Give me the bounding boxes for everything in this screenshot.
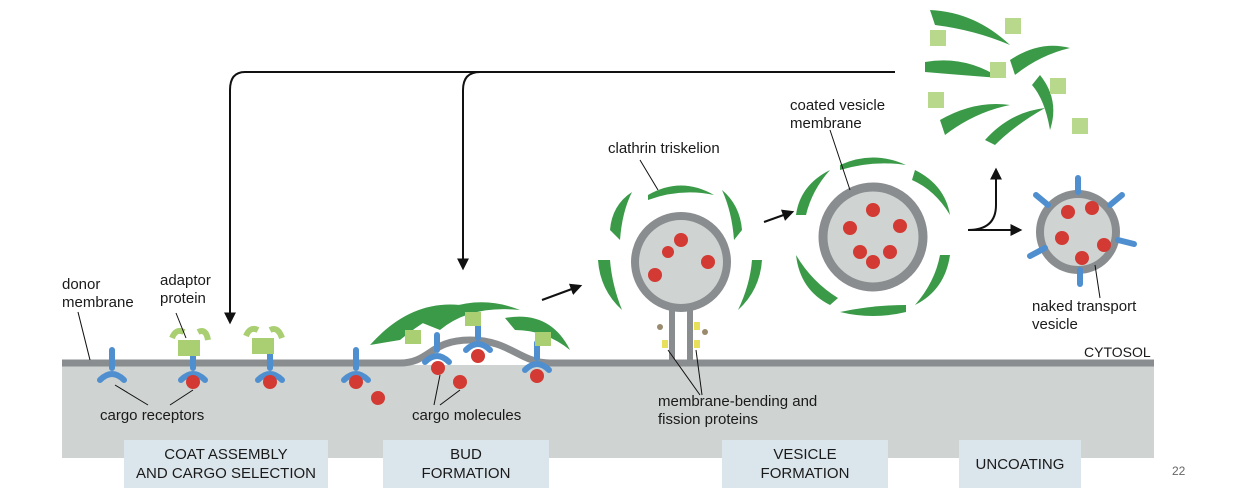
stage-label: COAT ASSEMBLY AND CARGO SELECTION [135, 446, 317, 482]
label-cargo-molecules: cargo molecules [412, 407, 522, 424]
bud-clathrin-coat [370, 302, 570, 350]
stage-label: VESICLE FORMATION [760, 446, 850, 482]
leader-donor-membrane [77, 311, 91, 361]
budding-vesicle-cargo [648, 233, 715, 282]
recycle-arrow-short [457, 71, 481, 271]
budding-vesicle-clathrin [598, 185, 762, 310]
released-adaptors [928, 18, 1088, 134]
stage-uncoating: UNCOATING [959, 440, 1081, 488]
leader-coated-membrane [829, 129, 851, 191]
leader-fission-a [667, 349, 701, 396]
naked-vesicle-cargo [1055, 201, 1111, 265]
label-coated-vesicle-membrane: coated vesicle membrane [790, 97, 886, 132]
stage-label: UNCOATING [975, 455, 1065, 473]
arrow-bud-to-vesicle [541, 283, 583, 301]
recycle-arrow-long [224, 71, 895, 325]
coated-vesicle-clathrin [796, 157, 950, 316]
stage-bud-formation: BUD FORMATION [383, 440, 549, 488]
label-cargo-receptors: cargo receptors [100, 407, 205, 424]
donor-membrane [62, 336, 1154, 367]
bud-adaptors [405, 312, 551, 346]
label-cytosol: CYTOSOL [1084, 344, 1151, 360]
cargo-3 [349, 375, 363, 389]
label-adaptor-protein: adaptor protein [160, 272, 211, 307]
adaptor-1 [169, 327, 211, 356]
arrow-coat-release [967, 167, 1002, 231]
cargo-1 [186, 375, 200, 389]
cargo-2 [263, 375, 277, 389]
naked-vesicle-receptors [1027, 175, 1137, 287]
label-membrane-bending: membrane-bending and fission proteins [658, 393, 818, 428]
leader-triskelion [639, 159, 659, 191]
arrow-vesicle-to-coated [763, 209, 795, 223]
receptor-1 [97, 347, 127, 383]
page-number: 22 [1172, 464, 1186, 478]
leader-cargo-molecules-a [433, 374, 441, 406]
budding-vesicle-membrane [631, 212, 731, 312]
coated-vesicle-membrane [818, 182, 928, 292]
leader-cargo-receptors-b [169, 389, 194, 406]
leader-cargo-receptors-a [114, 384, 149, 406]
cargo-5 [431, 361, 445, 375]
receptor-4 [341, 347, 371, 383]
coated-vesicle-cargo [843, 203, 907, 269]
fission-proteins [657, 322, 708, 348]
stage-coat-assembly: COAT ASSEMBLY AND CARGO SELECTION [124, 440, 328, 488]
adaptor-2 [243, 325, 285, 354]
label-clathrin-triskelion: clathrin triskelion [608, 140, 720, 157]
cargo-6 [453, 375, 467, 389]
cargo-4 [371, 391, 385, 405]
stage-vesicle-formation: VESICLE FORMATION [722, 440, 888, 488]
released-clathrin [925, 10, 1070, 145]
leader-naked-vesicle [1094, 264, 1101, 299]
leader-fission-b [695, 349, 703, 396]
cargo-8 [530, 369, 544, 383]
leader-adaptor [175, 312, 187, 339]
stage-label: BUD FORMATION [421, 446, 511, 482]
cargo-7 [471, 349, 485, 363]
leader-cargo-molecules-b [439, 389, 461, 406]
label-naked-transport-vesicle: naked transport vesicle [1032, 298, 1137, 333]
label-donor-membrane: donor membrane [62, 276, 134, 311]
